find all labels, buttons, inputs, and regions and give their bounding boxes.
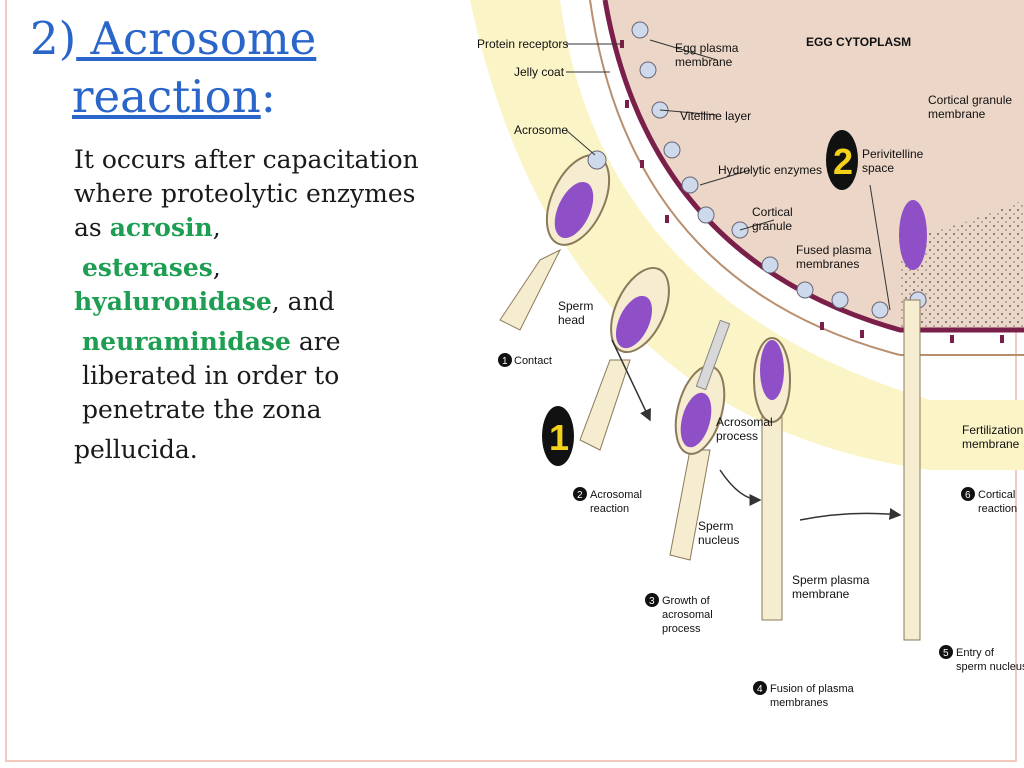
step-2-number: 2 <box>577 490 583 501</box>
comma-2: , <box>212 253 221 282</box>
paragraph-2: esterases, hyaluronidase, and <box>74 251 449 319</box>
label-sperm-nucleus-1: Sperm <box>698 519 733 533</box>
label-egg-plasma-2: membrane <box>675 55 733 69</box>
step-6-label-b: reaction <box>978 503 1017 515</box>
body-text: It occurs after capacitation where prote… <box>74 143 449 467</box>
step-2-label-b: reaction <box>590 503 629 515</box>
enzyme-esterases: esterases <box>82 253 213 282</box>
label-perivitelline-1: Perivitelline <box>862 147 924 161</box>
flow-arrow-1 <box>611 339 651 422</box>
title-colon: : <box>260 70 276 123</box>
big-marker-1-number: 1 <box>549 417 569 458</box>
sperm-5 <box>899 200 927 641</box>
label-acrosomal-process-2: process <box>716 429 758 443</box>
big-marker-2: 2 <box>826 130 858 190</box>
big-marker-2-number: 2 <box>833 141 853 182</box>
label-sperm-head-2: head <box>558 313 585 327</box>
acrosome-reaction-diagram: Protein receptors Jelly coat Acrosome Eg… <box>470 0 1024 709</box>
enzyme-acrosin: acrosin <box>109 213 213 242</box>
sperm-1 <box>499 150 611 331</box>
label-fused-2: membranes <box>796 257 859 271</box>
cortical-reaction-region <box>900 200 1024 330</box>
label-sperm-plasma-2: membrane <box>792 587 850 601</box>
label-vitelline: Vitelline layer <box>680 109 751 123</box>
step-5-number: 5 <box>943 648 949 659</box>
step-3-number: 3 <box>649 596 655 607</box>
enzyme-hyaluronidase: hyaluronidase <box>74 287 272 316</box>
label-fused-1: Fused plasma <box>796 243 872 257</box>
cortical-granules <box>631 21 927 319</box>
label-cortical-1: Cortical <box>752 205 793 219</box>
enzyme-neuraminidase: neuraminidase <box>82 327 291 356</box>
step-3-label-b: acrosomal <box>662 609 713 621</box>
step-5-label-b: sperm nucleus <box>956 661 1024 673</box>
sperm-3 <box>669 319 731 561</box>
title-number: 2) <box>30 12 77 65</box>
label-egg-cytoplasm: EGG CYTOPLASM <box>806 35 911 49</box>
slide-title: 2) Acrosome reaction: <box>30 10 460 126</box>
label-sperm-head-1: Sperm <box>558 299 593 313</box>
diagram-labels: Protein receptors Jelly coat Acrosome Eg… <box>477 35 1023 601</box>
title-line2: reaction <box>72 70 261 123</box>
label-acrosomal-process-1: Acrosomal <box>716 415 773 429</box>
sperm-2 <box>579 266 670 451</box>
label-jelly-coat: Jelly coat <box>514 65 565 79</box>
label-egg-plasma-1: Egg plasma <box>675 41 739 55</box>
paragraph-4: pellucida. <box>74 433 449 467</box>
label-cgm-2: membrane <box>928 107 986 121</box>
step-3-label-a: Growth of <box>662 595 711 607</box>
label-perivitelline-2: space <box>862 161 894 175</box>
step-labels: 1 Contact 2 Acrosomal reaction 3 Growth … <box>498 353 1024 709</box>
step-4-label-b: membranes <box>770 697 829 709</box>
sperm-4 <box>753 337 791 621</box>
slide-border <box>5 0 1017 762</box>
label-fertilization-2: membrane <box>962 437 1020 451</box>
liberated-text: are liberated in order to penetrate the … <box>82 327 341 424</box>
step-2-label-a: Acrosomal <box>590 489 642 501</box>
flow-arrow-3 <box>799 507 902 521</box>
label-cgm-1: Cortical granule <box>928 93 1012 107</box>
flow-arrow-2 <box>719 469 762 506</box>
label-sperm-nucleus-2: nucleus <box>698 533 739 547</box>
paragraph-1: It occurs after capacitation where prote… <box>74 143 449 245</box>
title-line1: Acrosome <box>76 12 317 65</box>
step-6-label-a: Cortical <box>978 489 1015 501</box>
step-3-label-c: process <box>662 623 701 635</box>
step-4-label-a: Fusion of plasma <box>770 683 855 695</box>
intro-text: It occurs after capacitation where prote… <box>74 145 419 242</box>
paragraph-3: neuraminidase are liberated in order to … <box>74 325 449 427</box>
label-protein-receptors: Protein receptors <box>477 37 568 51</box>
big-marker-1: 1 <box>542 406 574 466</box>
label-sperm-plasma-1: Sperm plasma <box>792 573 870 587</box>
step-6-number: 6 <box>965 490 971 501</box>
step-1-number: 1 <box>502 356 508 367</box>
label-fertilization-1: Fertilization <box>962 423 1023 437</box>
leader-lines <box>565 39 891 311</box>
step-1-label: Contact <box>514 355 552 367</box>
label-cortical-2: granule <box>752 219 792 233</box>
label-hydrolytic: Hydrolytic enzymes <box>718 163 822 177</box>
pellucida-text: pellucida. <box>74 435 198 464</box>
vitelline-layer <box>589 0 1024 356</box>
step-4-number: 4 <box>757 684 763 695</box>
label-acrosome: Acrosome <box>514 123 568 137</box>
step-5-label-a: Entry of <box>956 647 995 659</box>
and-text: , and <box>271 287 335 316</box>
comma-1: , <box>212 213 221 242</box>
